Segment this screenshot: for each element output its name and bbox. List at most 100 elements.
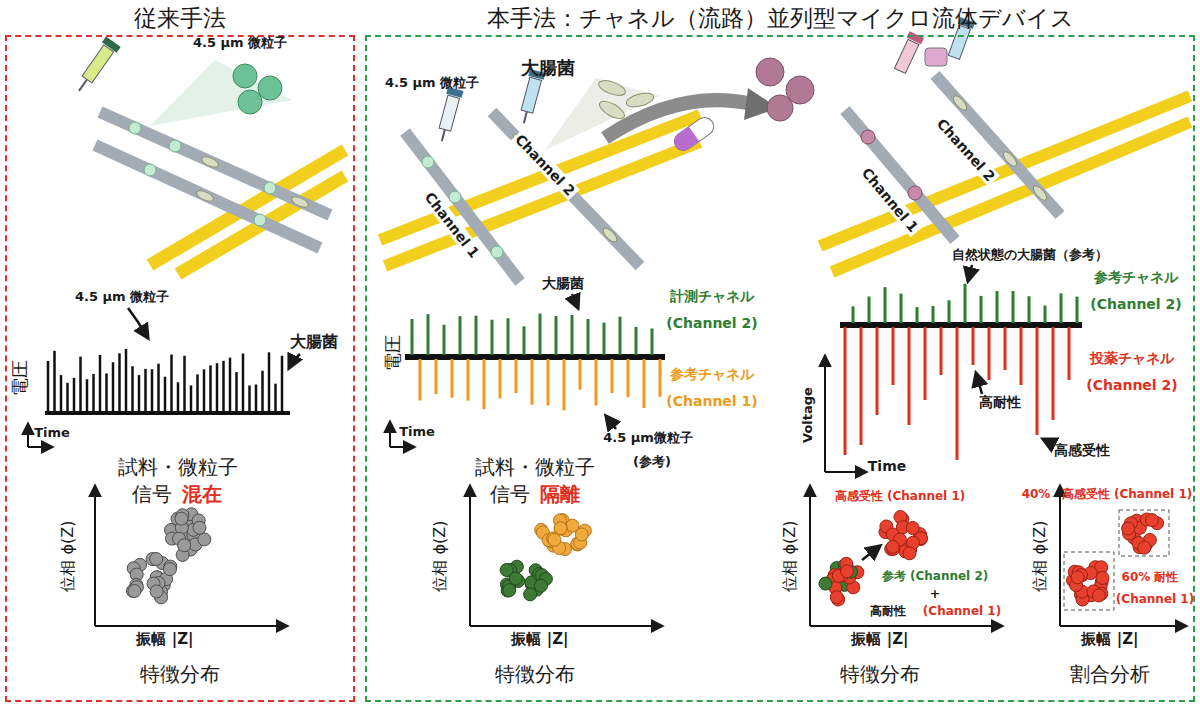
signal-spike <box>651 328 654 355</box>
scatter-cluster <box>500 514 591 601</box>
data-point <box>193 521 206 534</box>
signal-spike <box>988 327 991 380</box>
signal-spike <box>571 315 574 355</box>
signal-spike <box>1052 327 1055 420</box>
figure-label: (Channel 2) <box>666 315 757 331</box>
figure-label: (Channel 1) <box>1116 593 1194 607</box>
signal-spike <box>131 366 134 412</box>
data-point <box>150 585 163 598</box>
signal-spike <box>996 291 999 323</box>
signal-spike <box>579 359 582 390</box>
data-point <box>1092 589 1105 602</box>
figure-label: 高感受性 (Channel 1) <box>1062 488 1192 502</box>
figure-label: 振幅 |Z| <box>136 631 193 648</box>
data-point <box>1138 541 1151 554</box>
signal-spike <box>53 351 56 412</box>
signal-spike <box>924 327 927 400</box>
signal-spike <box>483 359 486 409</box>
signal-spike <box>539 314 542 355</box>
signal-spike <box>892 327 895 385</box>
figure-label: 参考チャネル <box>1094 269 1178 285</box>
signal-spike <box>79 357 82 412</box>
data-point <box>175 512 188 525</box>
signal-spike <box>248 385 251 412</box>
figure-label: (Channel 1) <box>666 393 757 409</box>
signal-spike <box>183 356 186 412</box>
figure-label: 信号 <box>132 483 172 506</box>
signal-spike <box>972 327 975 365</box>
signal-spike <box>170 355 173 412</box>
signal-spike <box>105 373 108 412</box>
data-point <box>163 563 176 576</box>
figure-label: 試料・微粒子 <box>118 456 238 479</box>
signal-spike <box>92 374 95 412</box>
signal-spike <box>1036 327 1039 435</box>
signal-spike <box>1020 327 1023 385</box>
figure-label: 高耐性 <box>979 394 1021 410</box>
signal-spike <box>964 284 967 323</box>
signal-spike <box>144 369 147 412</box>
signal-spike <box>1028 296 1031 323</box>
signal-spike <box>1044 305 1047 323</box>
data-point <box>548 533 561 546</box>
signal-spike <box>467 359 470 401</box>
signal-spikes <box>48 349 282 412</box>
signal-spike <box>1068 327 1071 380</box>
data-point <box>819 577 832 590</box>
figure-label: 投薬チャネル <box>1090 350 1174 366</box>
signal-spike <box>603 323 606 355</box>
signal-spike <box>157 364 160 412</box>
data-point <box>841 565 854 578</box>
signal-spike <box>1012 291 1015 323</box>
data-point <box>1071 571 1084 584</box>
figure-label: 位相 ϕ(Z) <box>781 520 799 591</box>
signal-spike <box>900 294 903 323</box>
signal-spike <box>235 372 238 412</box>
figure-label: (参考) <box>633 455 671 470</box>
signal-spike <box>427 314 430 355</box>
signal-spike <box>459 316 462 355</box>
panel-heading: 本手法：チャネル（流路）並列型マイクロ流体デバイス <box>367 4 1193 32</box>
signal-spike <box>619 317 622 355</box>
signal-spike <box>844 327 847 455</box>
figure-label: 計測チャネル <box>670 288 754 304</box>
figure-label: 位相 ϕ(Z) <box>59 520 77 591</box>
data-point <box>534 579 547 592</box>
signal-spike <box>222 361 225 412</box>
data-point <box>575 528 588 541</box>
data-point <box>178 539 191 552</box>
signal-spike <box>242 353 245 412</box>
signal-spike <box>190 385 193 412</box>
signal-spike <box>948 300 951 323</box>
figure-label: 自然状態の大腸菌（参考） <box>952 248 1108 263</box>
figure-label: 4.5 μm 微粒子 <box>193 36 287 51</box>
data-point <box>128 584 141 597</box>
signal-spike <box>1004 327 1007 370</box>
figure-label: 大腸菌 <box>290 333 338 351</box>
data-point <box>1122 522 1135 535</box>
figure-label: 電圧 <box>383 335 404 371</box>
figure-label: 電圧 <box>10 360 31 396</box>
signal-spike <box>435 359 438 394</box>
signal-spike <box>86 379 89 412</box>
signal-spike <box>499 359 502 398</box>
figure-label: 特徴分布 <box>840 663 920 686</box>
signal-spike <box>261 371 264 412</box>
dashed-panel: 本手法：チャネル（流路）並列型マイクロ流体デバイス <box>365 35 1195 702</box>
data-point <box>524 588 537 601</box>
signal-spike <box>916 307 919 323</box>
parallel-device <box>380 69 700 282</box>
signal-spike <box>60 375 63 412</box>
signal-spike <box>940 327 943 375</box>
data-point <box>906 521 919 534</box>
signal-spike <box>209 365 212 412</box>
signal-spike <box>860 327 863 445</box>
signal-spike <box>876 327 879 415</box>
figure-label: 4.5 μm 微粒子 <box>75 290 169 305</box>
data-point <box>903 547 916 560</box>
figure-label: Time <box>868 458 906 474</box>
signal-spike <box>531 359 534 405</box>
signal-spike <box>587 319 590 355</box>
figure-label: 特徴分布 <box>495 663 575 686</box>
